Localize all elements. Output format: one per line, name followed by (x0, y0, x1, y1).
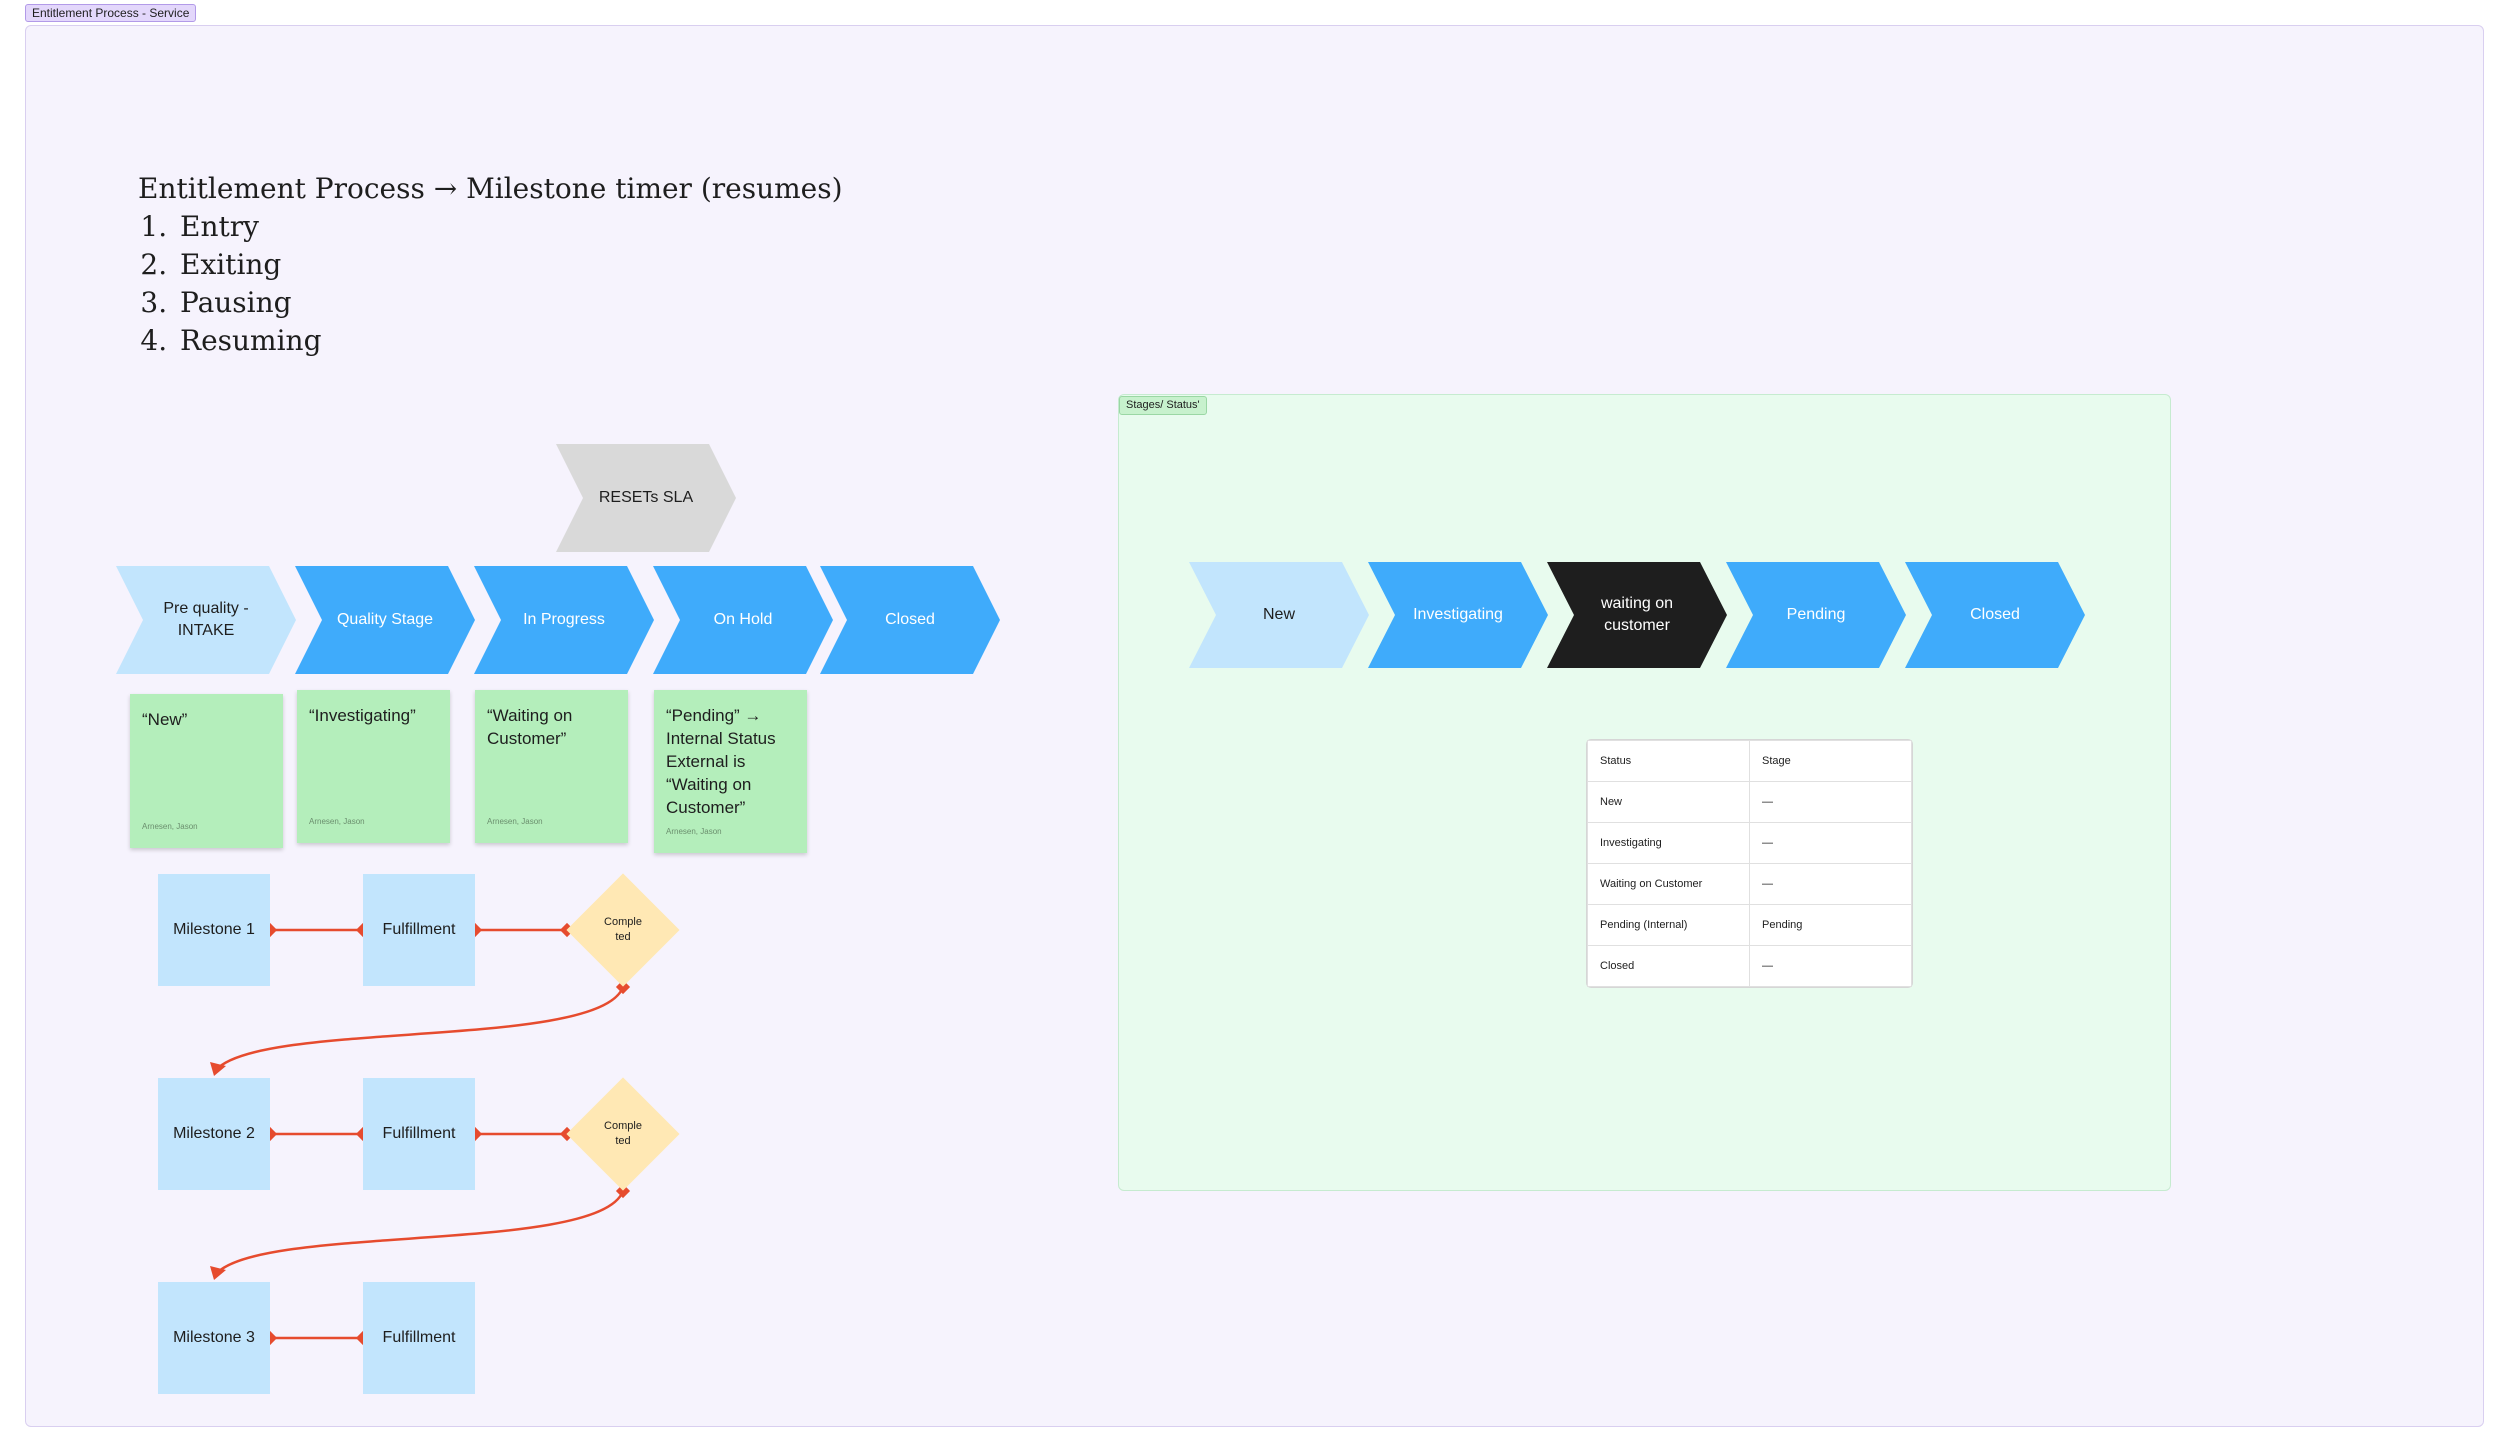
stage-chevron-on-hold[interactable]: On Hold (653, 566, 833, 674)
connector-arrowhead (210, 1266, 226, 1280)
table-cell: Waiting on Customer (1587, 863, 1750, 905)
status-chevron-closed[interactable]: Closed (1905, 562, 2085, 668)
table-row: Investigating — (1587, 822, 1912, 864)
table-row: Waiting on Customer — (1587, 863, 1912, 905)
title-step: Entry (176, 208, 843, 246)
fulfillment-box[interactable]: Fulfillment (363, 1078, 475, 1190)
sticky-note[interactable]: “Waiting on Customer” Arnesen, Jason (475, 690, 628, 843)
fulfillment-box[interactable]: Fulfillment (363, 874, 475, 986)
milestone-box[interactable]: Milestone 3 (158, 1282, 270, 1394)
stage-chevron-intake[interactable]: Pre quality - INTAKE (116, 566, 296, 674)
sticky-note[interactable]: “New” Arnesen, Jason (130, 694, 283, 848)
status-chevron-investigating[interactable]: Investigating (1368, 562, 1548, 668)
reset-sla-chevron[interactable]: RESETs SLA (556, 444, 736, 552)
stage-chevron-closed[interactable]: Closed (820, 566, 1000, 674)
stage-chevron-in-progress[interactable]: In Progress (474, 566, 654, 674)
fulfillment-box[interactable]: Fulfillment (363, 1282, 475, 1394)
sticky-note[interactable]: “Pending” → Internal Status External is … (654, 690, 807, 853)
table-cell: — (1749, 863, 1912, 905)
table-row: New — (1587, 781, 1912, 823)
table-cell: Pending (1749, 904, 1912, 946)
status-chevron-waiting[interactable]: waiting on customer (1547, 562, 1727, 668)
title-heading: Entitlement Process → Milestone timer (r… (138, 172, 843, 205)
table-cell: — (1749, 822, 1912, 864)
sticky-author: Arnesen, Jason (487, 817, 543, 826)
milestone-box[interactable]: Milestone 2 (158, 1078, 270, 1190)
sticky-note[interactable]: “Investigating” Arnesen, Jason (297, 690, 450, 843)
table-header: Status (1587, 740, 1750, 782)
sticky-author: Arnesen, Jason (309, 817, 365, 826)
sticky-text: “Waiting on Customer” (487, 706, 573, 748)
title-steps: Entry Exiting Pausing Resuming (138, 208, 843, 360)
frame-label: Entitlement Process - Service (25, 4, 197, 22)
connector-arrowhead (210, 1062, 226, 1076)
title-step: Pausing (176, 284, 843, 322)
decision-diamond[interactable]: Comple ted (566, 873, 680, 987)
sticky-text: “New” (142, 710, 188, 729)
sticky-text: “Pending” → Internal Status External is … (666, 706, 776, 817)
status-chevron-new[interactable]: New (1189, 562, 1369, 668)
table-cell: — (1749, 781, 1912, 823)
table-cell: Closed (1587, 945, 1750, 987)
decision-label: Comple ted (604, 1120, 642, 1147)
table-header-row: Status Stage (1587, 740, 1912, 782)
connector-curve (215, 986, 625, 1071)
sticky-text: “Investigating” (309, 706, 416, 725)
decision-label: Comple ted (604, 916, 642, 943)
connector-curve (215, 1190, 625, 1275)
table-header: Stage (1749, 740, 1912, 782)
title-step: Exiting (176, 246, 843, 284)
table-row: Closed — (1587, 945, 1912, 987)
table-cell: Pending (Internal) (1587, 904, 1750, 946)
table-row: Pending (Internal) Pending (1587, 904, 1912, 946)
table-cell: — (1749, 945, 1912, 987)
sticky-author: Arnesen, Jason (666, 827, 722, 836)
decision-diamond[interactable]: Comple ted (566, 1077, 680, 1191)
milestone-box[interactable]: Milestone 1 (158, 874, 270, 986)
section-label: Stages/ Status' (1119, 396, 1207, 415)
status-stage-table: Status Stage New — Investigating — Waiti… (1587, 740, 1912, 987)
sticky-author: Arnesen, Jason (142, 822, 198, 831)
table-cell: Investigating (1587, 822, 1750, 864)
stage-chevron-quality[interactable]: Quality Stage (295, 566, 475, 674)
status-chevron-pending[interactable]: Pending (1726, 562, 1906, 668)
title-block: Entitlement Process → Milestone timer (r… (138, 170, 843, 360)
title-step: Resuming (176, 322, 843, 360)
table-cell: New (1587, 781, 1750, 823)
